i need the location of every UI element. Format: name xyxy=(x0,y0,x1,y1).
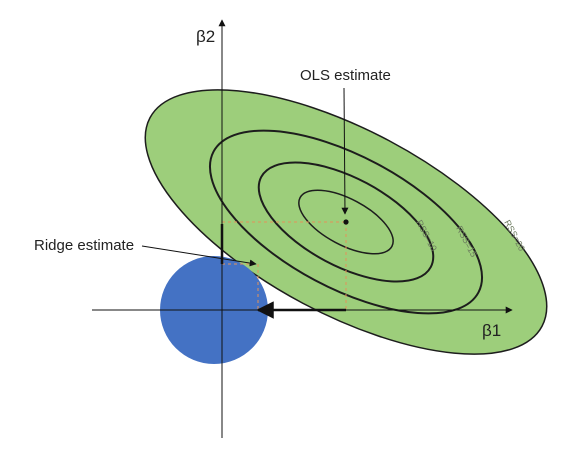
inner-ellipse xyxy=(298,189,394,255)
beta1-axis-label: β1 xyxy=(482,321,501,340)
rss-15-ellipse xyxy=(208,129,484,315)
ols-estimate-point xyxy=(343,219,349,225)
ols-callout-arrow xyxy=(341,87,349,215)
ols-estimate-label: OLS estimate xyxy=(300,67,391,84)
ridge-callout-arrow xyxy=(141,245,257,267)
rss-10-ellipse xyxy=(257,161,435,283)
beta2-axis-label: β2 xyxy=(196,27,215,46)
ridge-estimate-label: Ridge estimate xyxy=(34,237,134,254)
